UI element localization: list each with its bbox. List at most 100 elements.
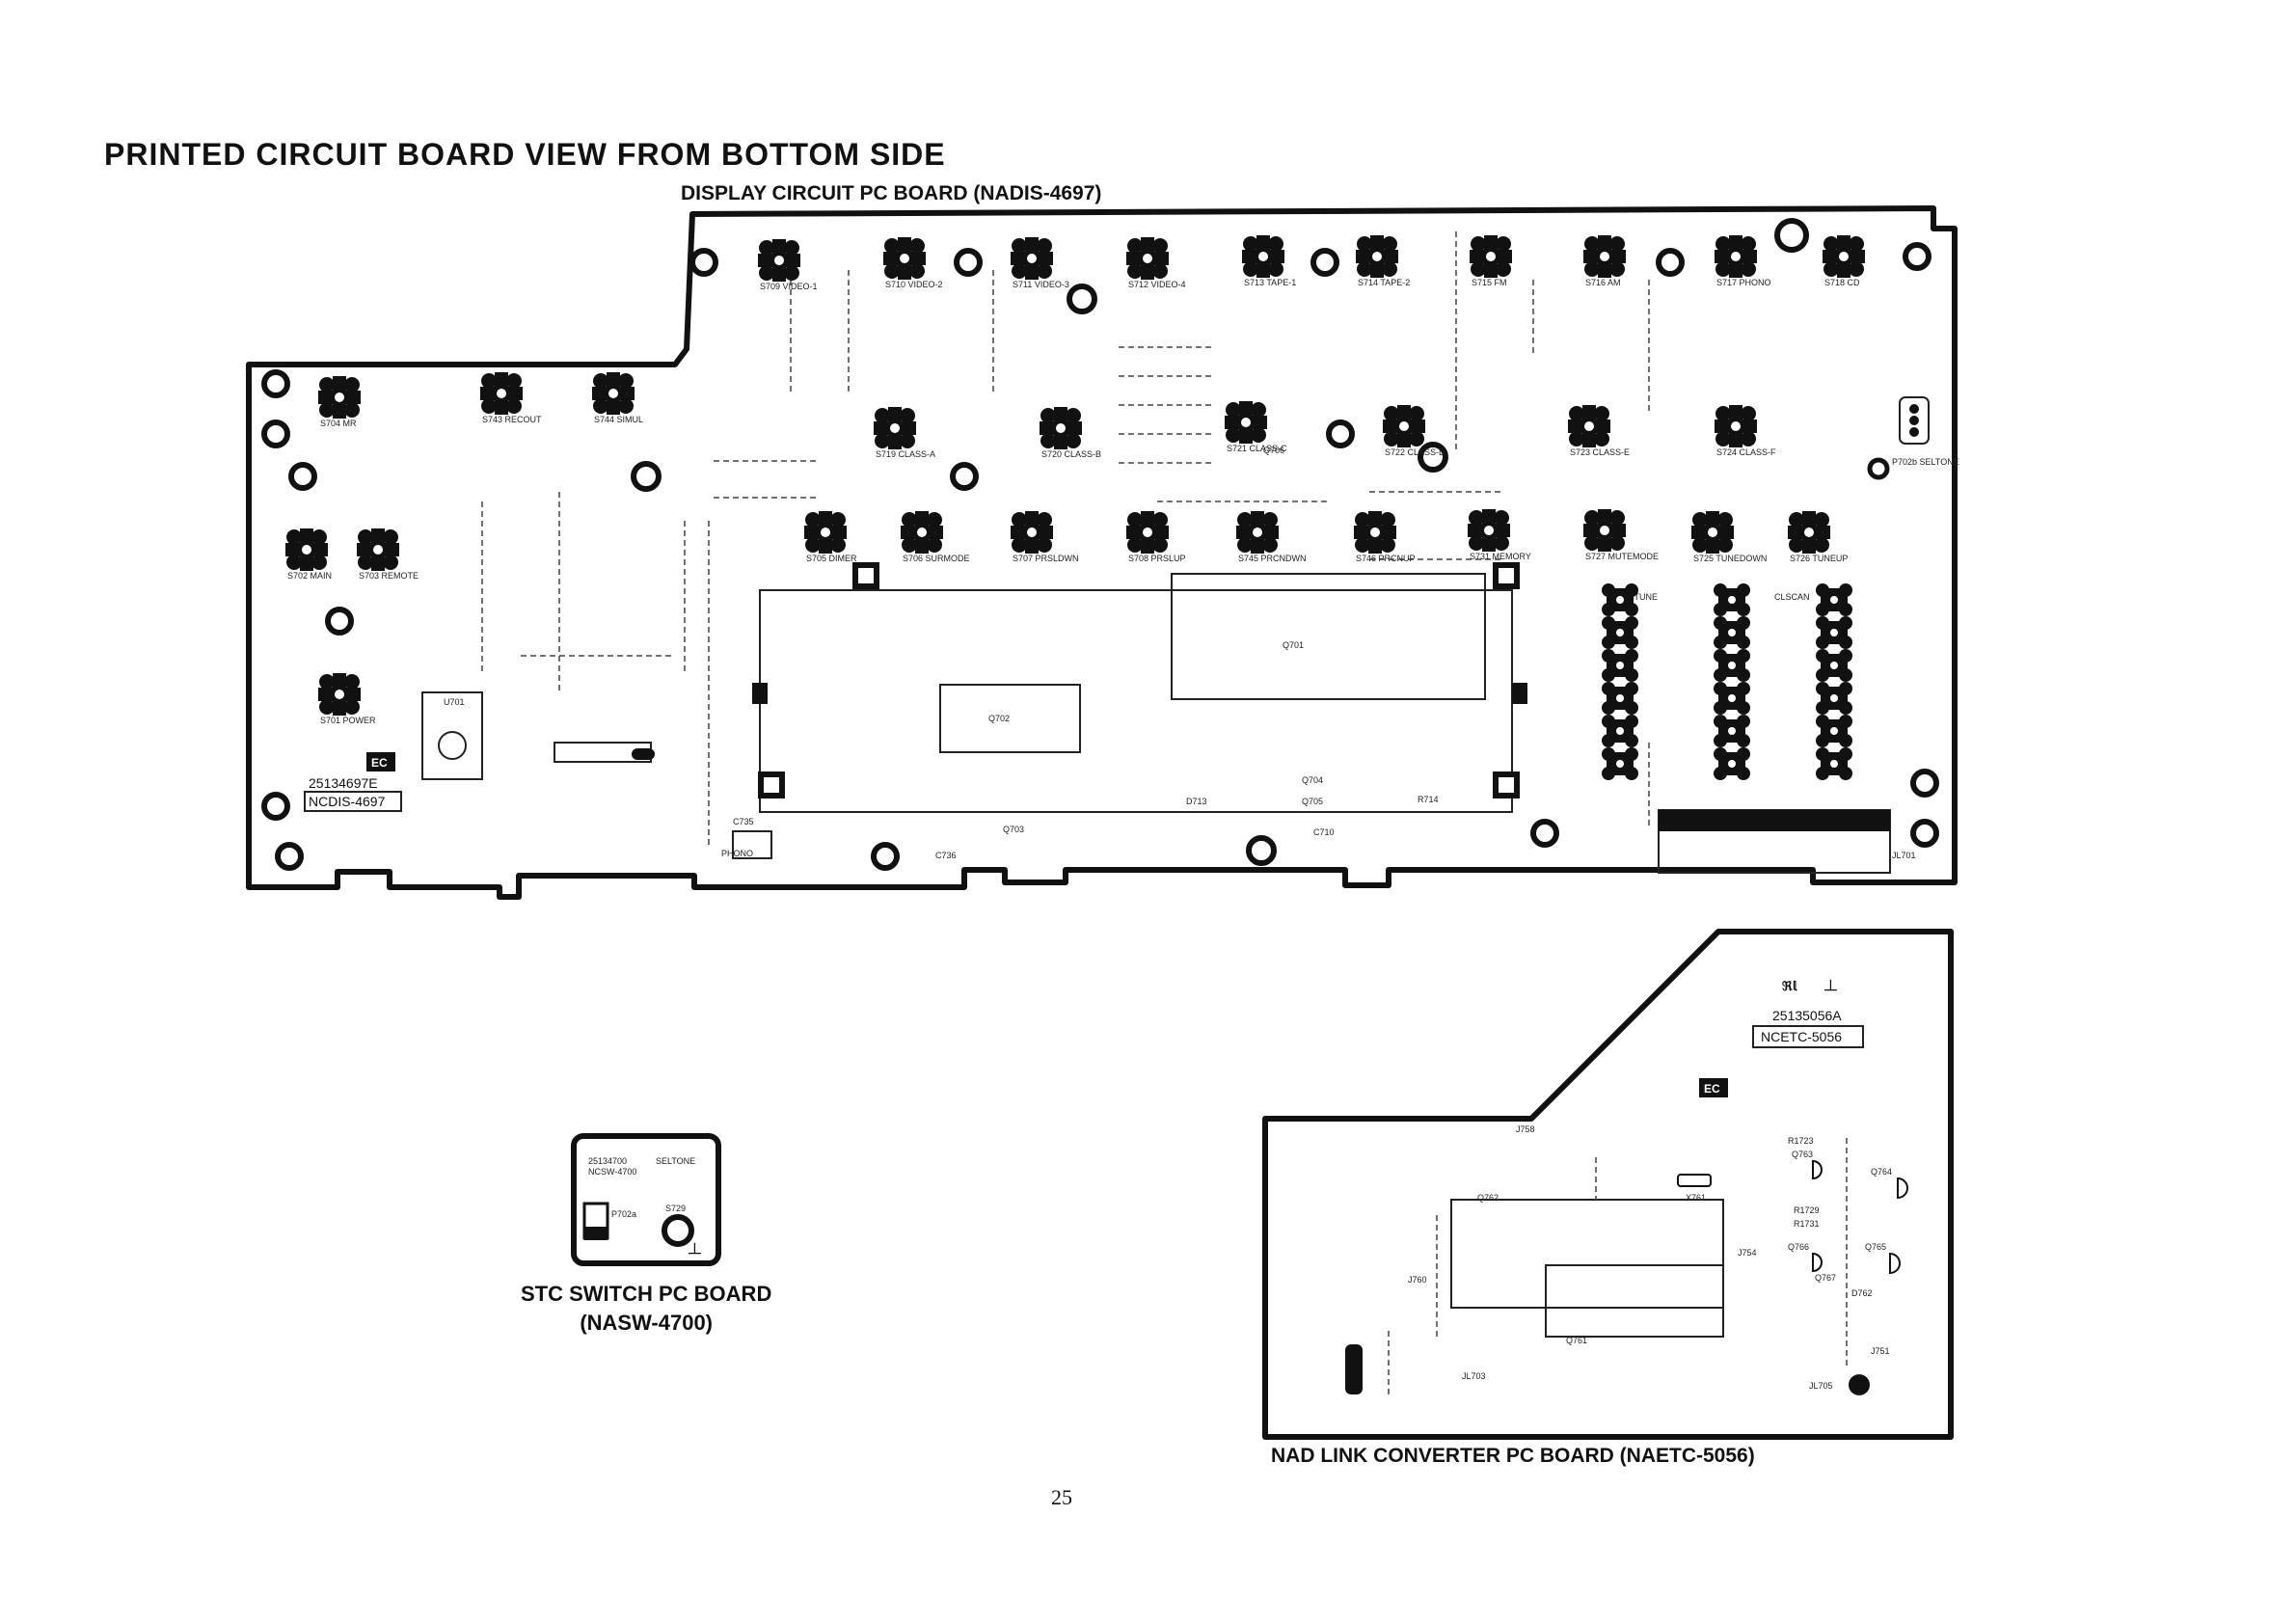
stc-connector-label: P702a: [611, 1209, 636, 1219]
switch-s723: S723 CLASS-E: [1568, 405, 1630, 457]
nad-board-title: NAD LINK CONVERTER PC BOARD (NAETC-5056): [1271, 1445, 1755, 1467]
switch-label: S707 PRSLDWN: [1013, 554, 1079, 563]
switch-s743: S743 RECOUT: [480, 372, 542, 424]
switch-s731: S731 MEMORY: [1468, 509, 1531, 561]
s729-switch: [662, 1214, 694, 1247]
switch-s705: S705 DIMER: [804, 511, 857, 563]
display-module-outline: [759, 589, 1513, 813]
nad-part-number: 25135056A: [1772, 1008, 1842, 1023]
pad-block: [1714, 616, 1750, 649]
p702b-pin: [1909, 404, 1919, 414]
display-module-tab: [1512, 683, 1527, 704]
switch-label: S746 PRCNUP: [1356, 554, 1416, 563]
nad-ec-mark-text: EC: [1704, 1082, 1720, 1096]
stc-board-title: STC SWITCH PC BOARD (NASW-4700): [521, 1280, 771, 1338]
switch-label: S716 AM: [1585, 278, 1621, 287]
u701-mark: [438, 731, 467, 760]
switch-label: S744 SIMUL: [594, 415, 643, 424]
d713-label: D713: [1186, 797, 1207, 806]
q761-label: Q761: [1566, 1336, 1587, 1345]
nad-label: Q763: [1792, 1150, 1813, 1159]
switch-s721: S721 CLASS-C: [1225, 401, 1287, 453]
jl703-label: JL703: [1462, 1371, 1486, 1381]
stc-switch-label: SELTONE: [656, 1156, 695, 1166]
pad-block: [1602, 616, 1638, 649]
p702b-label: P702b SELTONE: [1892, 457, 1959, 467]
switch-label: S702 MAIN: [287, 571, 332, 581]
nad-label: R1723: [1788, 1136, 1814, 1146]
q762-outline: [1450, 1199, 1724, 1309]
nad-label: Q767: [1815, 1273, 1836, 1283]
pad-block: [1714, 649, 1750, 682]
pad-block: [1602, 747, 1638, 780]
switch-label: S717 PHONO: [1716, 278, 1771, 287]
stc-part-number: 25134700: [588, 1156, 627, 1166]
p702a-pins: [584, 1227, 608, 1240]
switch-label: S721 CLASS-C: [1227, 444, 1287, 453]
switch-label: S718 CD: [1824, 278, 1860, 287]
switch-s703: S703 REMOTE: [357, 528, 419, 581]
p702b-pin: [1909, 427, 1919, 437]
c735-label: C735: [733, 817, 754, 826]
x761-label: X761: [1686, 1193, 1706, 1203]
nad-ec-mark: [1699, 1078, 1728, 1097]
switch-label: S723 CLASS-E: [1570, 447, 1630, 457]
q763-symbol: [1812, 1159, 1823, 1180]
switch-s709: S709 VIDEO-1: [758, 239, 818, 291]
jl705-pad: [1849, 1374, 1870, 1395]
q764-symbol: [1897, 1177, 1908, 1200]
p702b-pin: [1909, 416, 1919, 425]
switch-label: S704 MR: [320, 419, 357, 428]
nad-label: R1729: [1794, 1205, 1820, 1215]
stc-board-code: NCSW-4700: [588, 1167, 636, 1177]
display-board-code-box: [304, 791, 402, 812]
switch-label: S724 CLASS-F: [1716, 447, 1776, 457]
pad-block: [1816, 747, 1852, 780]
nad-label: J754: [1738, 1248, 1757, 1258]
switch-label: S710 VIDEO-2: [885, 280, 943, 289]
pad-block: [1816, 682, 1852, 715]
p702b-hole: [1867, 457, 1890, 480]
q702-outline: [939, 684, 1081, 753]
q765-symbol: [1889, 1252, 1901, 1275]
stc-switch-ref: S729: [665, 1204, 686, 1213]
u701-outline: [421, 691, 483, 780]
switch-s712: S712 VIDEO-4: [1126, 237, 1186, 289]
switch-label: S701 POWER: [320, 716, 376, 725]
jl703-connector: [1345, 1344, 1363, 1394]
stc-title-line1: STC SWITCH PC BOARD: [521, 1282, 772, 1306]
switch-s704: S704 MR: [318, 376, 361, 428]
nad-label: Q765: [1865, 1242, 1886, 1252]
display-board-outline: [246, 205, 1958, 900]
p702b-connector: [1899, 396, 1930, 445]
q704-label: Q704: [1302, 775, 1323, 785]
switch-s722: S722 CLASS-D: [1383, 405, 1445, 457]
c710-label: C710: [1313, 827, 1335, 837]
switch-s726: S726 TUNEUP: [1788, 511, 1848, 563]
nad-label: Q766: [1788, 1242, 1809, 1252]
switch-s724: S724 CLASS-F: [1715, 405, 1776, 457]
pad-block: [1714, 682, 1750, 715]
display-module-corner-hole: [1499, 568, 1514, 583]
switch-s744: S744 SIMUL: [592, 372, 643, 424]
switch-s701: S701 POWER: [318, 673, 376, 725]
switch-label: S708 PRSLUP: [1128, 554, 1186, 563]
ec-mark-text: EC: [371, 756, 388, 770]
switch-label: S711 VIDEO-3: [1013, 280, 1069, 289]
ec-mark: [366, 752, 395, 771]
switch-label: S726 TUNEUP: [1790, 554, 1848, 563]
nad-board-code-box: [1752, 1025, 1864, 1048]
nad-label: J751: [1871, 1346, 1890, 1356]
switch-s702: S702 MAIN: [285, 528, 332, 581]
pad-block: [1816, 715, 1852, 747]
switch-label: S725 TUNEDOWN: [1693, 554, 1767, 563]
c736-label: C736: [935, 851, 957, 860]
page-title: PRINTED CIRCUIT BOARD VIEW FROM BOTTOM S…: [104, 137, 946, 172]
nad-labels: R1723 R1729 R1731 Q763 Q764 Q765 Q766 Q7…: [1408, 1124, 1892, 1356]
switch-s725: S725 TUNEDOWN: [1691, 511, 1767, 563]
jl701-label: JL701: [1892, 851, 1916, 860]
q701-label: Q701: [1283, 640, 1304, 650]
display-board-title: DISPLAY CIRCUIT PC BOARD (NADIS-4697): [681, 182, 1102, 204]
nad-board-outline: [1262, 929, 1954, 1440]
